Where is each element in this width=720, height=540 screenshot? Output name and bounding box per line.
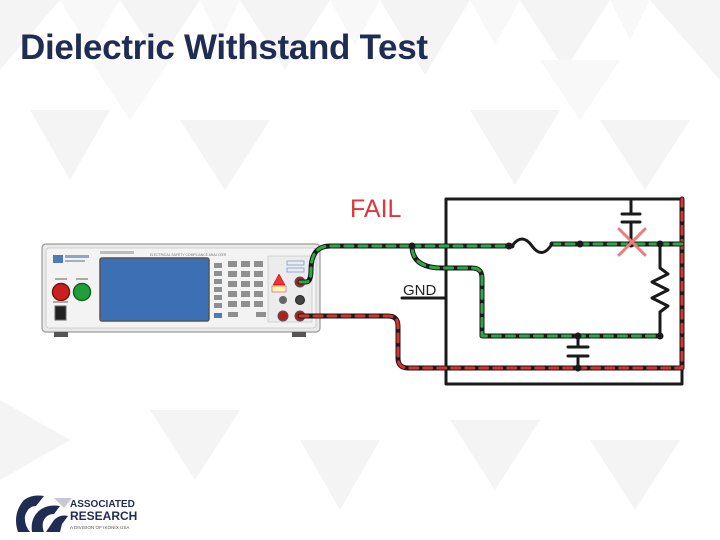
capacitor-symbol-bottom <box>566 345 590 358</box>
return-lead <box>297 196 685 371</box>
fuse-symbol <box>510 237 554 254</box>
ground-label: GND <box>403 282 437 299</box>
instrument-keypad <box>214 261 266 317</box>
logo-text-research: RESEARCH <box>70 509 137 523</box>
resistor-symbol <box>650 260 670 314</box>
fail-label: FAIL <box>350 195 402 223</box>
pass-lamp <box>72 278 92 302</box>
logo-tagline: A DIVISION OF IKONIX USA <box>70 525 130 530</box>
junction-dots <box>408 240 664 372</box>
logo-text-associated: ASSOCIATED <box>70 499 135 510</box>
instrument-screen <box>99 257 210 322</box>
instrument-brand-icon <box>53 255 89 263</box>
fail-lamp <box>51 278 71 302</box>
high-voltage-lead <box>297 241 685 339</box>
warning-icon <box>271 273 287 293</box>
hipot-tester: ELECTRICAL SAFETY COMPLIANCE ANALYZER <box>41 243 321 337</box>
fault-x-icon <box>617 227 647 257</box>
company-logo: ASSOCIATED RESEARCH A DIVISION OF IKONIX… <box>16 495 137 532</box>
circuit-wiring <box>400 197 684 386</box>
power-switch <box>54 305 67 321</box>
slide-title: Dielectric Withstand Test <box>20 28 428 67</box>
instrument-model-label: ELECTRICAL SAFETY COMPLIANCE ANALYZER <box>150 253 227 257</box>
logo-mark-icon <box>16 495 72 532</box>
